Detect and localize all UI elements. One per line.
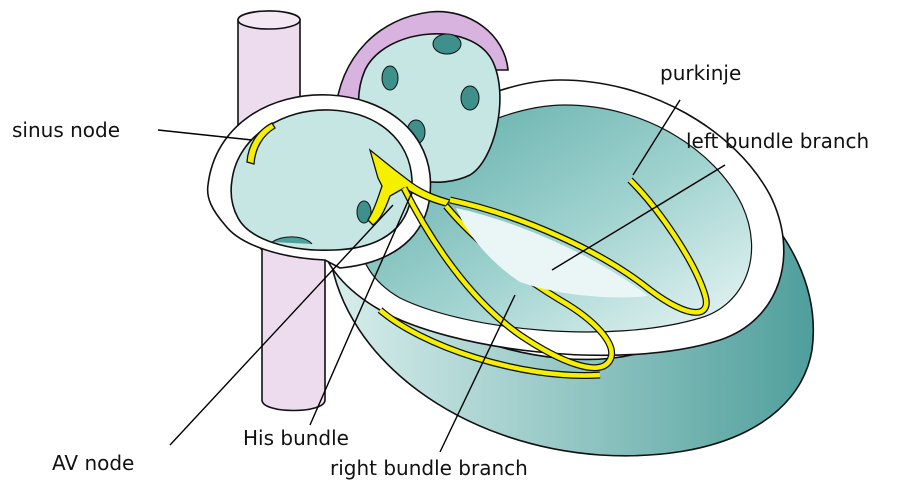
pulmonary-vein-opening-3 (461, 86, 479, 110)
pulmonary-vein-opening-1 (433, 34, 461, 54)
label-sinus-node: sinus node (12, 118, 120, 142)
label-av-node: AV node (52, 451, 134, 475)
label-his-bundle: His bundle (243, 426, 349, 450)
vena-cava-top (238, 11, 300, 29)
label-right-bundle-branch: right bundle branch (330, 456, 528, 480)
label-left-bundle-branch: left bundle branch (686, 129, 869, 153)
label-purkinje: purkinje (660, 61, 741, 85)
pulmonary-vein-opening-2 (382, 66, 398, 90)
